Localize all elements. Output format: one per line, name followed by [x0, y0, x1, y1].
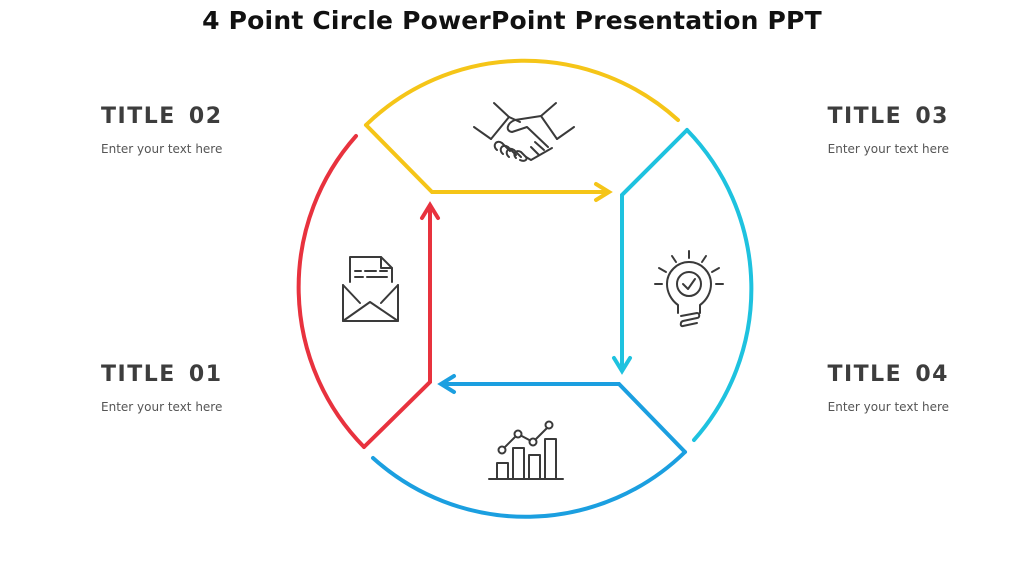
segment-03-cyan [612, 128, 754, 442]
segment-02-yellow [364, 58, 680, 202]
text-block-title-04: TITLE 04 Enter your text here [769, 362, 949, 414]
point-title: TITLE 04 [827, 362, 949, 387]
segment-01-red [296, 134, 440, 449]
bar-line-chart-icon [488, 420, 564, 480]
point-description[interactable]: Enter your text here [101, 400, 223, 414]
envelope-letter-icon [342, 256, 399, 322]
point-title: TITLE 02 [101, 104, 223, 129]
page-title: 4 Point Circle PowerPoint Presentation P… [202, 6, 822, 35]
point-description[interactable]: Enter your text here [827, 400, 949, 414]
text-block-title-02: TITLE 02 Enter your text here [101, 104, 281, 156]
point-title: TITLE 03 [827, 104, 949, 129]
text-block-title-03: TITLE 03 Enter your text here [769, 104, 949, 156]
text-block-title-01: TITLE 01 Enter your text here [101, 362, 281, 414]
handshake-icon [473, 102, 575, 162]
lightbulb-check-icon [654, 250, 724, 328]
segment-04-blue [371, 374, 687, 519]
point-title: TITLE 01 [101, 362, 223, 387]
point-description[interactable]: Enter your text here [101, 142, 223, 156]
point-description[interactable]: Enter your text here [827, 142, 949, 156]
